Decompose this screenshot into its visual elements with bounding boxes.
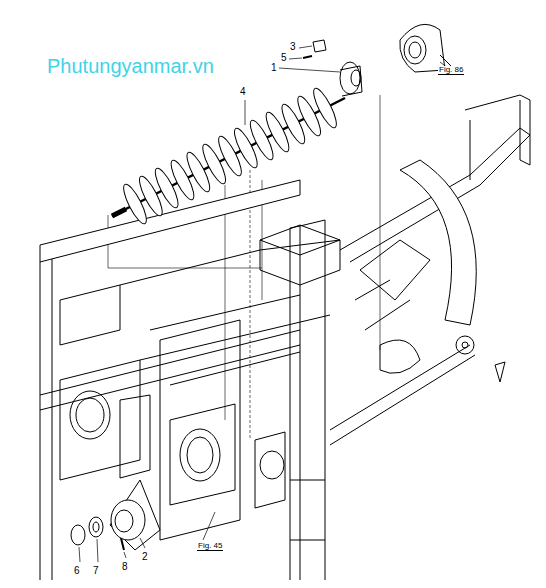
- figure-reference: Fig. 45: [197, 542, 223, 551]
- auger-flight: [310, 86, 341, 131]
- callout-number: 4: [239, 87, 247, 97]
- callout-number: 1: [270, 63, 278, 73]
- callout-number: 5: [280, 53, 288, 63]
- callout-number: 3: [289, 42, 297, 52]
- watermark: Phutungyanmar.vn: [46, 56, 215, 76]
- figure-reference: Fig. 86: [438, 66, 464, 75]
- callout-number: 8: [121, 562, 129, 572]
- callout-number: 2: [141, 552, 149, 562]
- callout-number: 6: [73, 566, 81, 576]
- callout-number: 7: [92, 566, 100, 576]
